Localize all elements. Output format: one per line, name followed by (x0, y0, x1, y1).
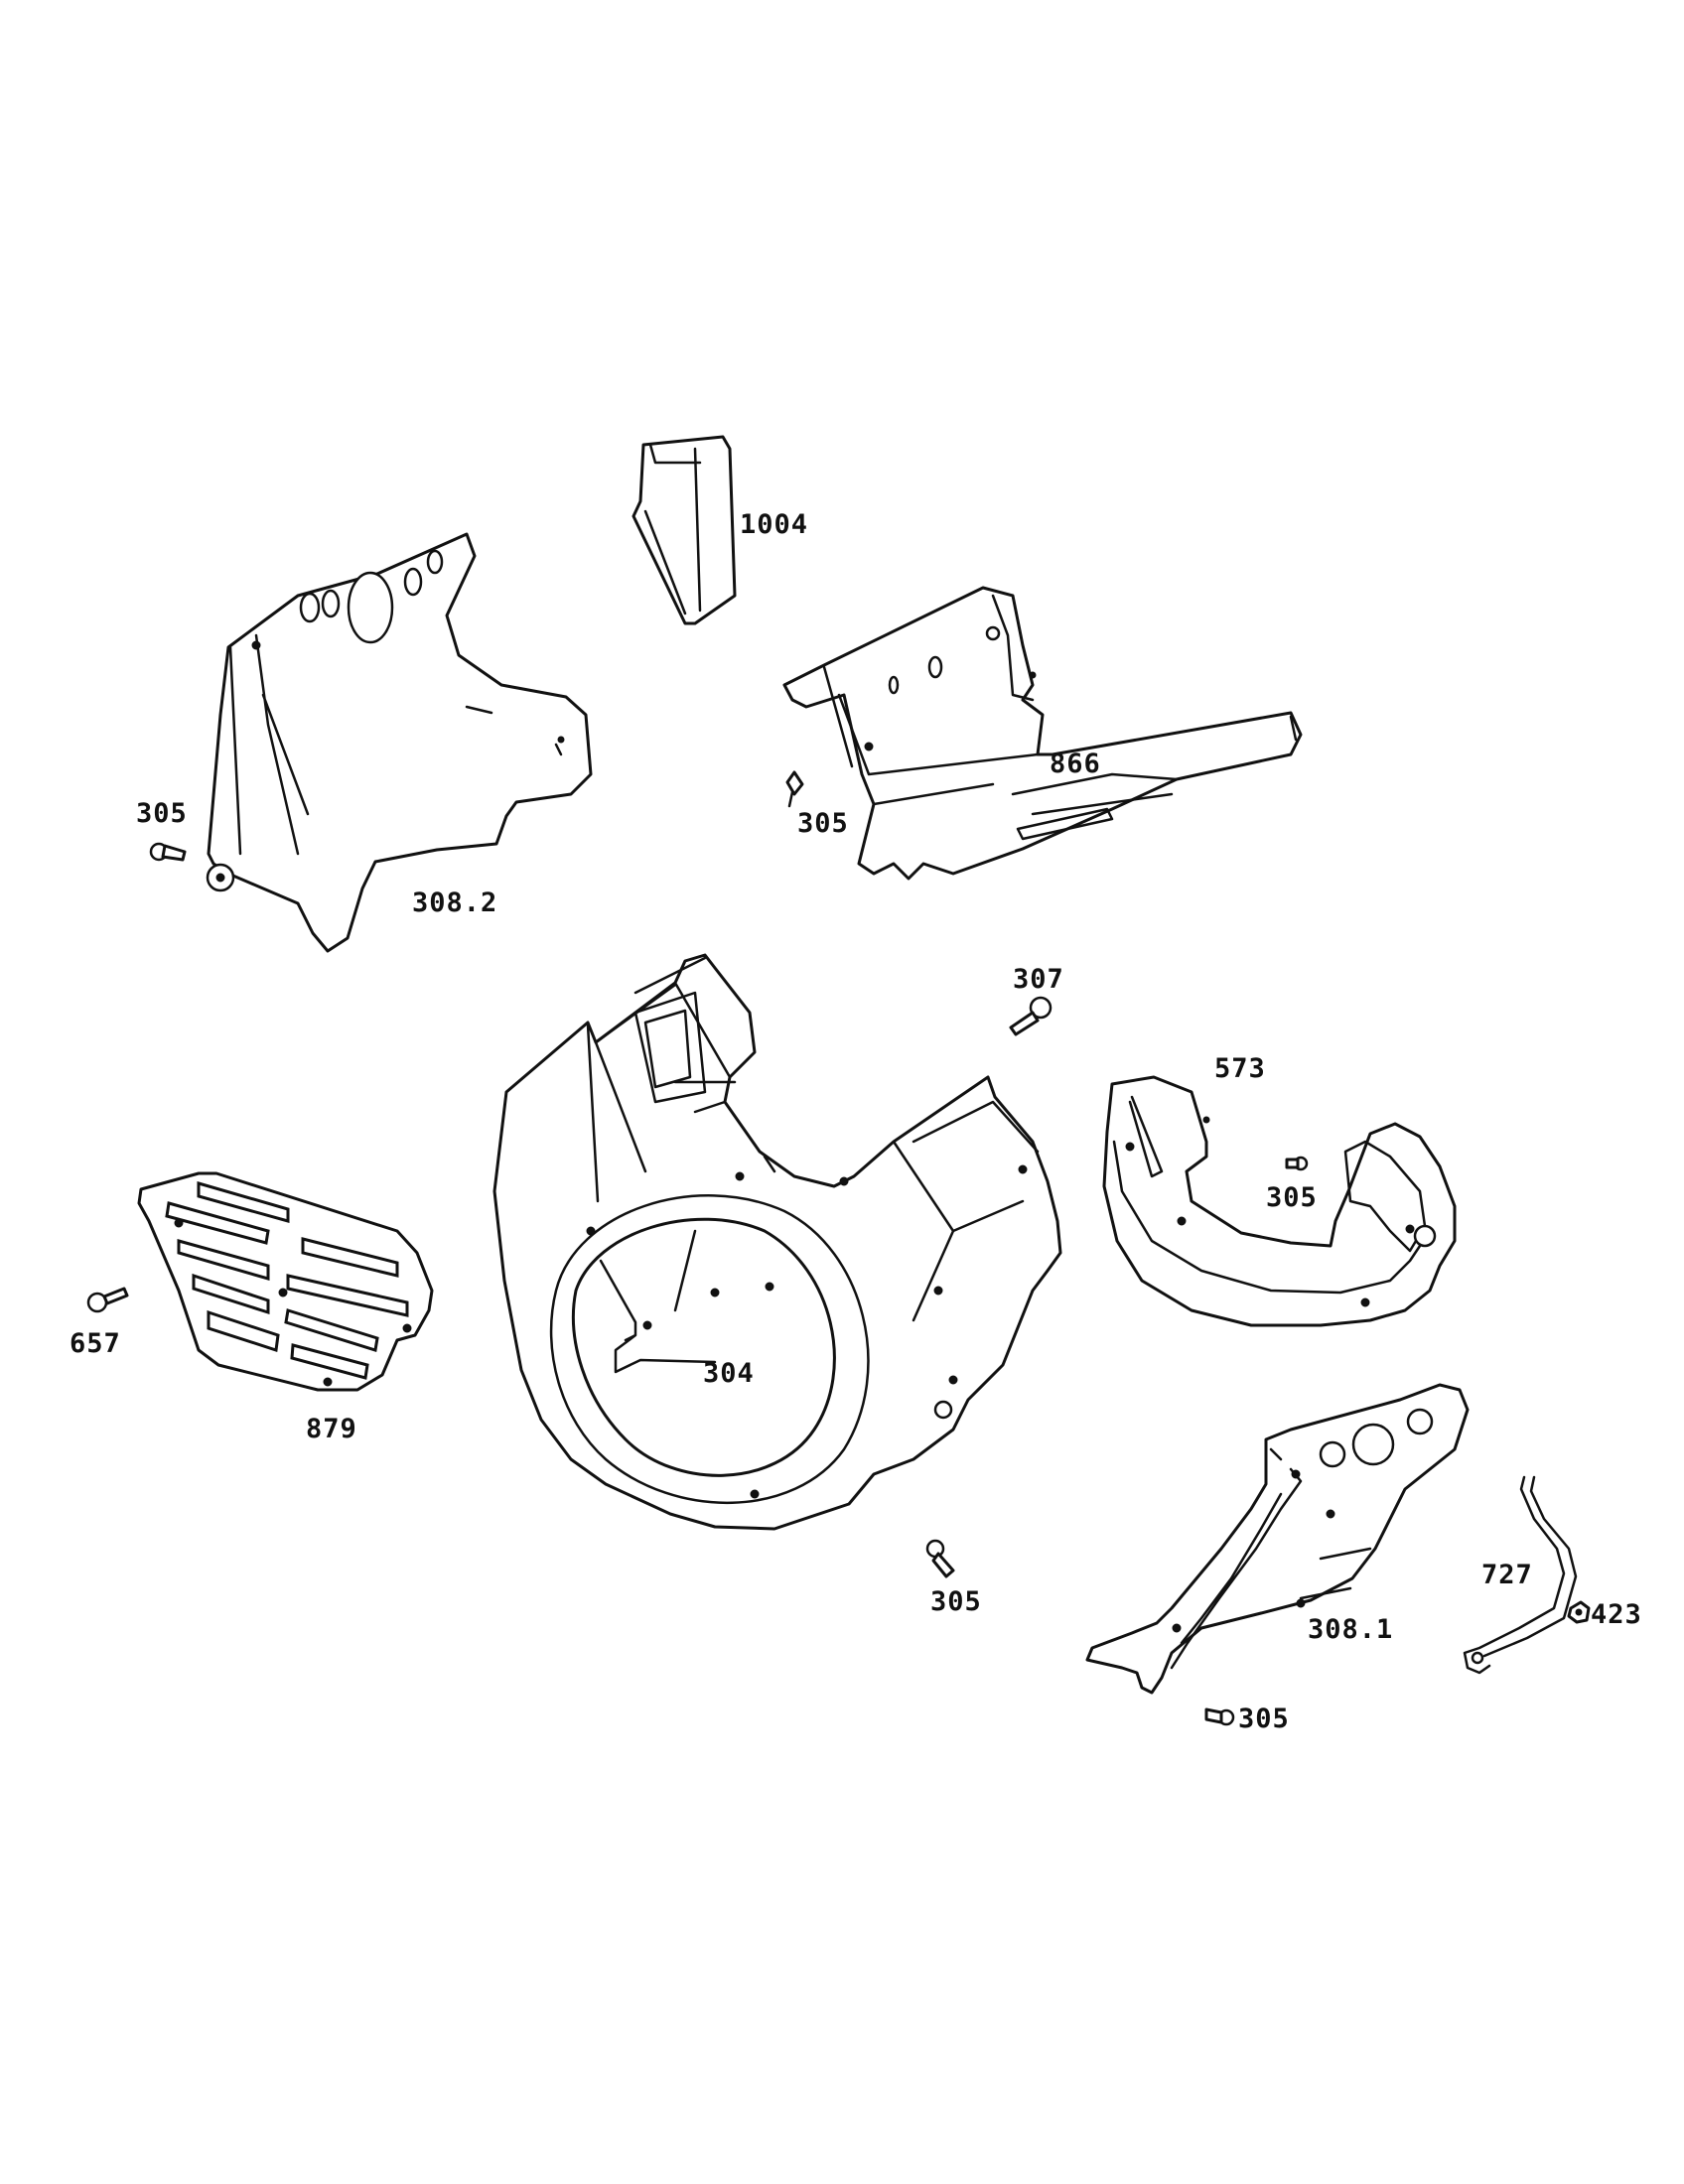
label-305-a: 305 (136, 798, 188, 829)
screw-657: 657 (70, 1287, 129, 1359)
label-305-d: 305 (930, 1586, 982, 1617)
label-305-b: 305 (797, 808, 849, 839)
wire-727-part: 727 (1463, 1475, 1578, 1675)
bracket-1004-part: 1004 (632, 435, 808, 625)
cover-866-part: 866 (782, 586, 1303, 881)
shield-308-2-part: 308.2 (206, 532, 593, 953)
label-573: 573 (1214, 1053, 1266, 1084)
screw-307: 307 (1009, 964, 1064, 1036)
label-308-2: 308.2 (412, 887, 497, 918)
label-657: 657 (70, 1328, 121, 1359)
screw-305-e: 305 (1204, 1704, 1290, 1734)
label-304: 304 (703, 1358, 755, 1389)
grille-slot-1 (197, 1181, 290, 1223)
screw-305-a: 305 (136, 798, 188, 862)
label-308-1: 308.1 (1308, 1614, 1393, 1645)
label-727: 727 (1481, 1560, 1533, 1590)
label-307: 307 (1013, 964, 1064, 995)
label-423: 423 (1591, 1599, 1642, 1630)
baffle-573-part: 573 (1102, 1053, 1457, 1327)
screw-305-b: 305 (785, 770, 849, 839)
label-305-c: 305 (1266, 1182, 1318, 1213)
screw-305-c: 305 (1266, 1156, 1318, 1213)
label-305-e: 305 (1238, 1704, 1290, 1734)
label-879: 879 (306, 1414, 357, 1444)
shield-308-2-hole-large (347, 571, 394, 644)
label-1004: 1004 (740, 509, 808, 540)
blower-housing-304-part: 304 (492, 953, 1062, 1531)
shield-308-1-hole-large (1351, 1423, 1395, 1466)
screw-305-d: 305 (925, 1539, 982, 1617)
nut-423: 423 (1567, 1599, 1642, 1630)
shield-308-1-part: 308.1 (1085, 1383, 1470, 1695)
label-866: 866 (1050, 749, 1101, 779)
grille-879-part: 879 (137, 1171, 434, 1444)
